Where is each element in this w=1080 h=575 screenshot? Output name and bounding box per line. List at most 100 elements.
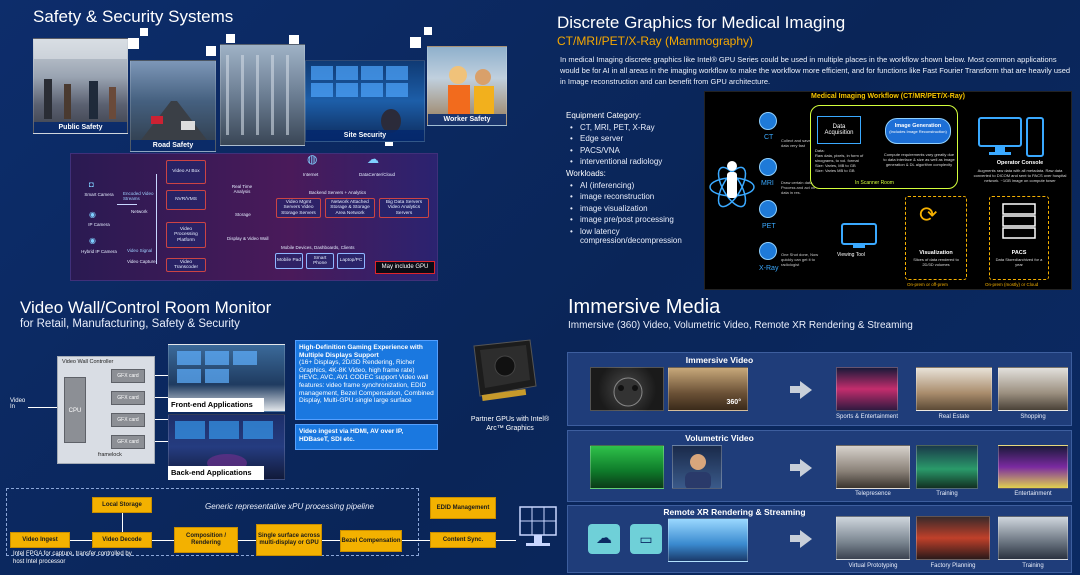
body-scan-icon — [709, 161, 755, 208]
videowall-title: Video Wall/Control Room Monitor — [20, 298, 272, 317]
onprem-label: On-prem or off-prem — [907, 282, 948, 287]
console-note: Augments raw data with all metadata. Raw… — [973, 168, 1067, 183]
site-security-photo: Site Security — [305, 60, 425, 142]
badge-360: 360° — [726, 399, 741, 406]
cloud-render-icon: ☁ — [588, 524, 620, 554]
worker-safety-photo: Worker Safety — [427, 46, 507, 126]
gfx-card: GFX card — [111, 413, 145, 427]
back-end-label: Back-end Applications — [168, 466, 264, 480]
bezel-box: Bezel Compensation — [340, 530, 402, 552]
ip-camera-label: IP Camera — [88, 222, 110, 227]
pacs-server-icon — [1002, 203, 1036, 239]
arrow-right-icon — [800, 381, 812, 399]
visualization-frame — [905, 196, 967, 280]
content-sync-box: Content Sync. — [430, 532, 496, 548]
backend-box-2: Network Attached Storage & Storage Area … — [325, 198, 375, 218]
scanner-room-frame — [810, 105, 958, 189]
operator-console-label: Operator Console — [996, 160, 1044, 166]
data-acquisition-box: Data Acquisition — [817, 116, 861, 144]
medical-lists: Equipment Category: CT, MRI, PET, X-Ray … — [566, 110, 706, 245]
visualization-note: Slices of data rendered to 2D/3D volumes — [913, 257, 959, 267]
datacenter-label: DataCenter/Cloud — [359, 172, 396, 177]
videowall-subtitle: for Retail, Manufacturing, Safety & Secu… — [20, 318, 240, 330]
mri-icon — [759, 158, 777, 176]
controller-label: Video Wall Controller — [62, 359, 114, 365]
pet-label: PET — [762, 223, 776, 230]
display-wall-icon — [519, 506, 557, 546]
pipeline-frame — [6, 488, 419, 556]
gaming-feature-body: (16+ Displays, 2D/3D Rendering, Richer G… — [299, 359, 434, 405]
entertainment-photo — [998, 445, 1068, 489]
workload-item: image visualization — [566, 203, 706, 215]
gaming-feature-title: High-Definition Gaming Experience with M… — [299, 344, 423, 359]
visualization-icon: ⟳ — [919, 202, 938, 227]
cloud-icon: ☁ — [367, 152, 379, 166]
workload-item: image pre/post processing — [566, 214, 706, 226]
xray-label: X-Ray — [759, 265, 779, 272]
smart-phone-box: Smart Phone — [306, 253, 334, 269]
pipeline-title: Generic representative xPU processing pi… — [205, 502, 374, 511]
decor-square — [410, 37, 421, 48]
volumetric-label: Telepresence — [855, 491, 891, 497]
video-processing-box: Video Processing Platform — [166, 222, 206, 248]
mri-note: Draw certain data, Process and act on da… — [781, 180, 816, 195]
video-decode-box: Video Decode — [92, 532, 152, 548]
oncloud-label: On-prem (mostly) or Cloud — [985, 282, 1039, 287]
vr-headset-icon: ▭ — [630, 524, 662, 554]
smart-camera-label: Smart Camera — [84, 192, 114, 197]
hybrid-camera-label: Hybrid IP Camera — [81, 249, 117, 254]
decor-square — [206, 46, 216, 56]
video-in-label: Video In — [10, 398, 26, 410]
mobile-label: Mobile Devices, Dashboards, Clients — [281, 245, 355, 250]
cathedral-360-photo: 360° — [668, 367, 748, 411]
safety-title: Safety & Security Systems — [33, 7, 234, 26]
cpu-box: CPU — [64, 377, 86, 443]
workflow-title: Medical Imaging Workflow (CT/MR/PET/X-Ra… — [811, 93, 965, 100]
gfx-card: GFX card — [111, 391, 145, 405]
medical-title: Discrete Graphics for Medical Imaging — [557, 13, 846, 32]
site-security-caption: Site Security — [306, 130, 424, 141]
video-capture-label: Video Capture — [127, 259, 156, 264]
laptop-box: Laptop/PC — [337, 253, 365, 269]
immersive-title: Immersive Media — [568, 296, 721, 318]
smart-camera-icon: ◘ — [89, 180, 94, 189]
viewing-tool-icon — [841, 223, 877, 248]
image-generation-sub: (Includes Image Reconstruction) — [889, 129, 947, 134]
generation-note: Compute requirements vary greatly due to… — [883, 152, 955, 167]
training-photo — [916, 445, 978, 489]
realtime-label: Real Time Analysis — [231, 184, 253, 194]
ct-label: CT — [764, 134, 774, 141]
medical-subtitle: CT/MRI/PET/X-Ray (Mammography) — [557, 34, 754, 48]
arrow-right-icon — [800, 530, 812, 548]
pet-icon — [759, 200, 777, 218]
immersive-video-panel: Immersive Video 360° Sports & Entertainm… — [567, 352, 1072, 426]
worker-safety-caption: Worker Safety — [428, 114, 506, 125]
factory-planning-photo — [916, 516, 990, 560]
public-safety-caption: Public Safety — [34, 122, 127, 133]
mri-label: MRI — [761, 180, 774, 187]
decor-square — [385, 138, 393, 146]
front-end-label: Front-end Applications — [168, 398, 264, 412]
visualization-label: Visualization — [919, 250, 953, 256]
storage-label: Storage — [235, 212, 251, 217]
arrow-right-icon — [800, 459, 812, 477]
encoded-label: Encoded Video Streams — [123, 191, 154, 201]
scanner-room-label: In Scanner Room — [855, 180, 894, 186]
decor-square — [289, 35, 299, 45]
workloads-heading: Workloads: — [566, 168, 606, 178]
gfx-card: GFX card — [111, 435, 145, 449]
xr-training-photo — [998, 516, 1068, 560]
internet-icon: ◍ — [307, 152, 318, 166]
local-storage-box: Local Storage — [92, 497, 152, 513]
fpga-note: Intel FPGA for capture, transfer control… — [13, 551, 132, 565]
remote-xr-panel: Remote XR Rendering & Streaming ☁ ▭ Virt… — [567, 505, 1072, 573]
decor-square — [140, 28, 148, 36]
immersive-video-title: Immersive Video — [685, 355, 754, 365]
backend-box-3: Big Data Servers Video Analytics Servers — [379, 198, 429, 218]
front-end-photo — [168, 344, 285, 412]
xray-note: One Shot done, Now quickly can get it to… — [781, 252, 819, 267]
telepresence-photo — [836, 445, 910, 489]
decor-square — [226, 34, 235, 43]
public-safety-photo: Public Safety — [33, 38, 128, 134]
